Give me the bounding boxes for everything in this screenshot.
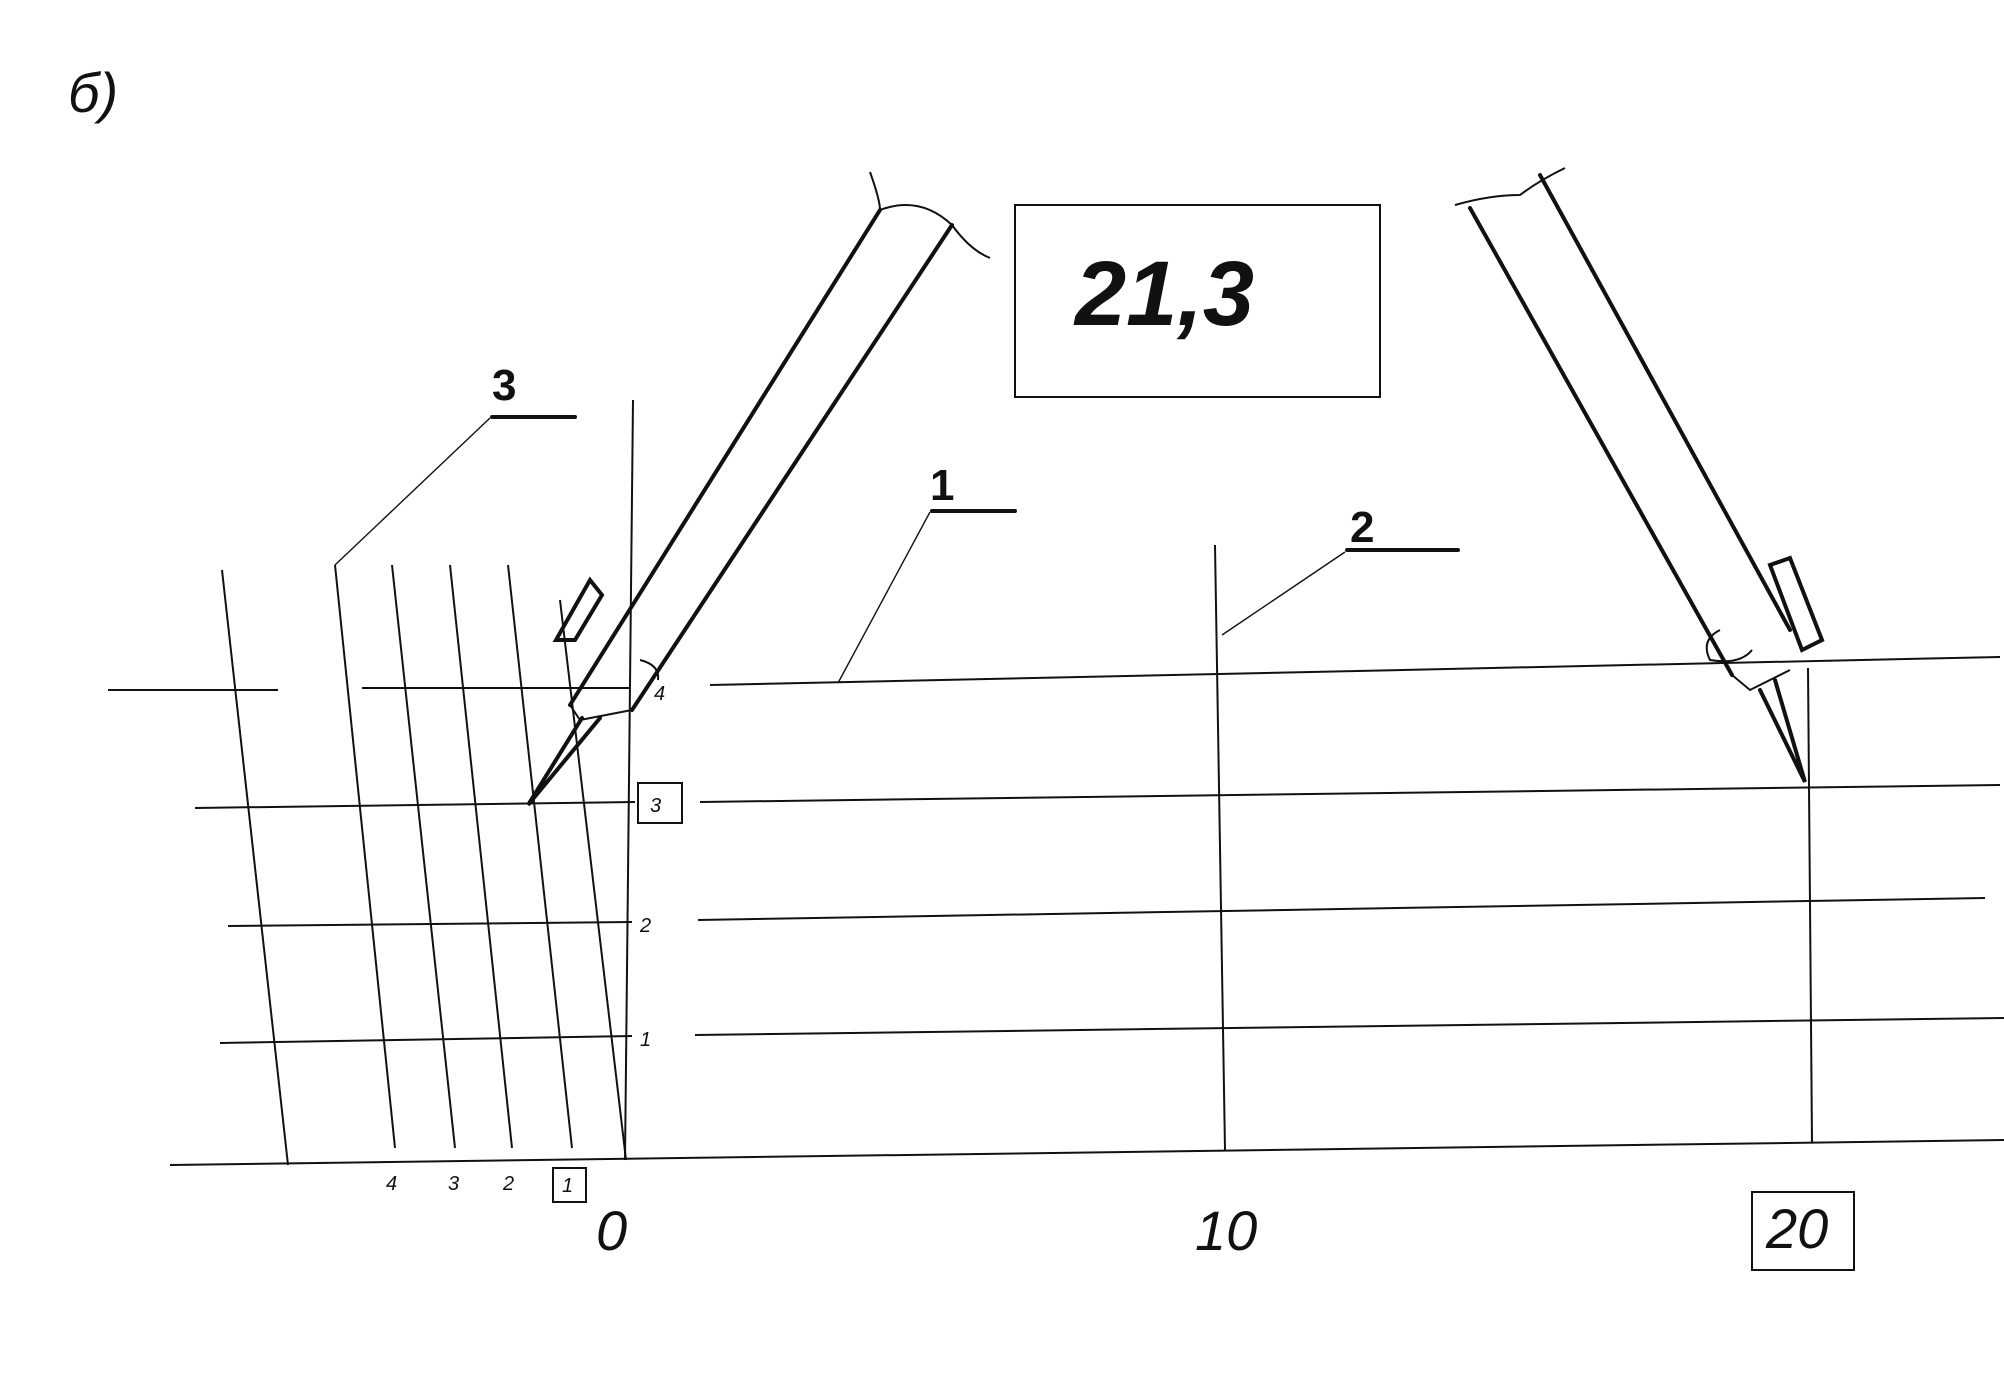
side-scale-label-3: 3 (650, 795, 661, 817)
callout-2-label: 2 (1350, 503, 1374, 552)
callout-3-label: 3 (492, 361, 516, 410)
vernier-line-4 (334, 564, 396, 1149)
callout-1-leader (837, 511, 931, 684)
main-scale-label-20: 20 (1765, 1197, 1828, 1260)
callout-3-leader (334, 417, 491, 566)
side-scale-highlight-box (637, 782, 683, 824)
grid-line-4-right (709, 656, 2001, 686)
grid-line-2-right (697, 897, 1986, 921)
grid-line-1-right (694, 1017, 2004, 1036)
vernier-label-1: 1 (562, 1175, 573, 1197)
vernier-label-2: 2 (502, 1173, 514, 1195)
grid-line-3-left (194, 801, 636, 809)
reading-value: 21,3 (1073, 243, 1254, 345)
main-scale-label-10: 10 (1195, 1199, 1257, 1262)
main-scale-ten-line (1214, 544, 1226, 1151)
vernier-line-1 (507, 564, 573, 1149)
figure-label: б) (68, 61, 118, 124)
callout-2-leader (1221, 551, 1346, 636)
main-scale-label-0: 0 (596, 1199, 627, 1262)
main-scale-zero-line (624, 399, 634, 1161)
vernier-label-4: 4 (386, 1173, 397, 1195)
pencil-right-icon (1454, 167, 1825, 783)
vernier-line-3 (391, 564, 456, 1149)
side-scale-label-2: 2 (639, 915, 651, 937)
side-scale-label-1: 1 (640, 1029, 651, 1051)
main-scale-highlight-box (1751, 1191, 1855, 1271)
vernier-highlight-box (552, 1167, 587, 1203)
vernier-line-0 (559, 599, 627, 1161)
base-line (169, 1139, 2004, 1166)
vernier-line-outer (221, 569, 289, 1166)
vernier-label-3: 3 (448, 1173, 459, 1195)
side-scale-label-4: 4 (654, 683, 665, 705)
main-scale-twenty-line (1807, 667, 1813, 1144)
vernier-line-2 (449, 564, 513, 1149)
callout-1-label: 1 (930, 461, 954, 510)
reading-box (1014, 204, 1381, 398)
grid-line-1-left (219, 1035, 633, 1044)
grid-line-3-right (699, 784, 2001, 803)
pencil-left-icon (526, 171, 991, 807)
